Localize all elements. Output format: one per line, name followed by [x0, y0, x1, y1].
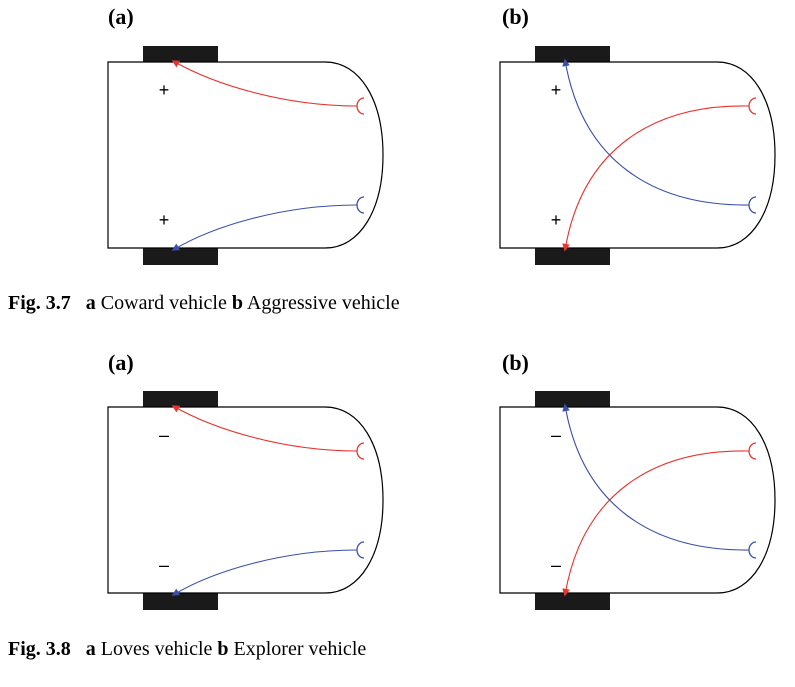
bottom-sign: –: [551, 555, 561, 575]
top-sensor: [748, 442, 757, 460]
fig-3-8-number: Fig. 3.8: [8, 638, 71, 660]
top-sensor: [356, 442, 365, 460]
vehicle-body: [107, 406, 384, 594]
bottom-wheel: [535, 593, 610, 610]
bottom-sensor: [356, 541, 365, 559]
cross-wire-blue: [562, 403, 750, 551]
top-sign: +: [159, 80, 170, 100]
bottom-sensor: [748, 541, 757, 559]
vehicle-body: [499, 61, 776, 249]
fig-3-8-a-text: Loves vehicle: [100, 638, 213, 660]
bottom-wheel: [143, 593, 218, 610]
fig-3-7-panel-a-label: (a): [108, 4, 134, 29]
top-wheel: [535, 46, 610, 62]
cross-wire-red: [562, 105, 750, 252]
fig-3-8-caption: Fig. 3.8 a Loves vehicle b Explorer vehi…: [8, 638, 366, 661]
fig-3-7-b-text: Aggressive vehicle: [246, 292, 400, 314]
coward-vehicle-diagram: ++: [100, 40, 400, 270]
bottom-wheel: [143, 248, 218, 265]
vehicle-body: [107, 61, 384, 249]
top-wheel: [143, 391, 218, 407]
vehicle-svg: ––: [107, 391, 384, 610]
top-wheel: [143, 46, 218, 62]
fig-3-8-b-text: Explorer vehicle: [233, 638, 367, 660]
bottom-sign: +: [551, 210, 562, 230]
bottom-sign: +: [159, 210, 170, 230]
fig-3-7-panel-b-label: (b): [502, 4, 529, 29]
fig-3-7-a-text: Coward vehicle: [100, 292, 227, 314]
cross-wire-red: [562, 450, 750, 597]
fig-3-8-a-letter: a: [85, 638, 96, 660]
top-sign: +: [551, 80, 562, 100]
top-sign: –: [551, 425, 561, 445]
top-wire: [171, 405, 358, 452]
bottom-sensor: [748, 196, 757, 214]
explorer-vehicle-diagram: ––: [492, 385, 792, 615]
top-sign: –: [159, 425, 169, 445]
aggressive-vehicle-diagram: ++: [492, 40, 792, 270]
bottom-wheel: [535, 248, 610, 265]
top-wire: [171, 60, 358, 107]
cross-wire-blue: [562, 58, 750, 206]
fig-3-8-panel-a-label: (a): [108, 350, 134, 375]
vehicle-svg: ––: [499, 391, 776, 610]
bottom-wire: [171, 204, 358, 251]
fig-3-7-caption: Fig. 3.7 a Coward vehicle b Aggressive v…: [8, 292, 400, 315]
fig-3-7-a-letter: a: [85, 292, 96, 314]
loves-vehicle-diagram: ––: [100, 385, 400, 615]
vehicle-svg: ++: [107, 46, 384, 265]
bottom-sensor: [356, 196, 365, 214]
fig-3-8-b-letter: b: [217, 638, 229, 660]
fig-3-7-number: Fig. 3.7: [8, 292, 71, 314]
vehicle-svg: ++: [499, 46, 776, 265]
fig-3-7-b-letter: b: [231, 292, 243, 314]
top-sensor: [748, 97, 757, 115]
top-wheel: [535, 391, 610, 407]
top-sensor: [356, 97, 365, 115]
fig-3-8-panel-b-label: (b): [502, 350, 529, 375]
bottom-sign: –: [159, 555, 169, 575]
vehicle-body: [499, 406, 776, 594]
bottom-wire: [171, 549, 358, 596]
